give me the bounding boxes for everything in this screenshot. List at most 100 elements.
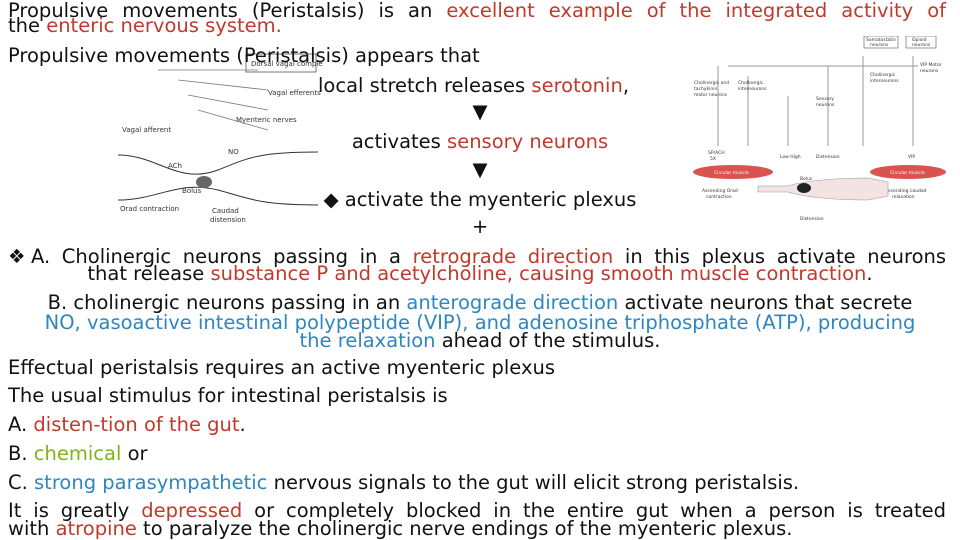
cholinergic-tachykinin-label: Cholinergic and	[694, 80, 729, 86]
down-arrow-2: ▼	[472, 158, 488, 181]
bolus-label: Bolus	[182, 187, 201, 195]
line-16-b: strong parasympathetic	[34, 471, 268, 494]
line-4: local stretch releases serotonin,	[318, 75, 629, 97]
line-4-a: local stretch releases	[318, 74, 532, 97]
line-15-a: B.	[8, 442, 34, 465]
orad-contraction-label: Orad contraction	[120, 205, 179, 213]
sensory-label: Sensory	[816, 96, 834, 102]
line-1-a: Propulsive movements (Peristalsis) is an	[8, 0, 447, 22]
line-18-c: to paralyze the cholinergic nerve ending…	[136, 517, 793, 540]
gut-wall-bottom	[118, 186, 319, 206]
line-11: the relaxation ahead of the stimulus.	[0, 330, 960, 352]
line-15-b: chemical	[33, 442, 122, 465]
line-9-a: B. cholinergic neurons passing in an	[47, 291, 407, 314]
circuit-lines	[717, 56, 918, 146]
diamond-cluster-bullet-icon: ❖	[8, 245, 31, 268]
low-high-label: Low High	[780, 154, 801, 160]
line-17-c: or completely blocked in the entire gut …	[242, 499, 946, 522]
interneurons-label: interneurons	[738, 86, 767, 92]
line-1-b: excellent example of the integrated acti…	[446, 0, 946, 22]
line-9-c: activate neurons that secrete	[618, 291, 913, 314]
down-arrow-1: ▼	[472, 100, 488, 123]
line-1: Propulsive movements (Peristalsis) is an…	[8, 0, 946, 22]
ascending-label: Ascending Orad	[702, 188, 738, 194]
circular-muscle-right-label: Circular muscle	[890, 170, 925, 176]
line-8-a: that release	[87, 262, 211, 285]
descending-relaxation-label: relaxation	[892, 194, 915, 200]
line-6: ◆ activate the myenteric plexus	[0, 189, 960, 211]
line-17-b: depressed	[141, 499, 243, 522]
bolus-shape	[196, 176, 212, 188]
circular-muscle-left-shape	[693, 165, 773, 179]
line-3: Propulsive movements (Peristalsis) appea…	[8, 45, 480, 67]
line-8: that release substance P and acetylcholi…	[0, 263, 960, 285]
ach-label: ACh	[168, 162, 182, 170]
somatostatin-neurons-label: neurons	[870, 42, 889, 48]
diamond-bullet-icon: ◆	[323, 188, 339, 211]
vip-label: VIP	[908, 154, 915, 160]
line-10-a: NO, vasoactive intestinal polypeptide (V…	[44, 311, 916, 334]
dorsal-vagal-label: Dorsal vagal complex	[251, 60, 323, 68]
vip-neurons-label: neurons	[920, 68, 939, 74]
peristalsis-circuit-diagram: Somatostatin neurons Opioid neurons Chol…	[693, 36, 946, 222]
line-17-a: It is greatly	[8, 499, 142, 522]
line-5-b: sensory neurons	[447, 130, 609, 153]
bolus-right-label: Bolus	[800, 176, 813, 182]
opioid-label: Opioid	[912, 37, 927, 43]
dorsal-vagal-box	[245, 53, 317, 73]
ascending-contraction-label: contraction	[706, 194, 732, 200]
motor-neurons-label: motor neurons	[694, 92, 728, 98]
gut-tube	[757, 177, 889, 201]
circular-muscle-left-label: Circular muscle	[714, 170, 749, 176]
line-2: the enteric nervous system.	[8, 15, 282, 37]
line-7: ❖A. Cholinergic neurons passing in a ret…	[8, 246, 946, 268]
line-10: NO, vasoactive intestinal polypeptide (V…	[0, 312, 960, 334]
line-7-b: retrograde direction	[412, 245, 614, 268]
line-14: A. disten-tion of the gut.	[8, 414, 246, 436]
line-9: B. cholinergic neurons passing in an ant…	[0, 292, 960, 314]
plus-sign: +	[471, 215, 489, 238]
somatostatin-label: Somatostatin	[866, 37, 896, 43]
cholinergic-interneurons-2-label: Cholinergic	[870, 72, 896, 78]
vip-motor-label: VIP Motor	[920, 62, 942, 68]
line-14-a: A.	[8, 413, 34, 436]
line-16-a: C.	[8, 471, 35, 494]
bolus-right-shape	[797, 183, 811, 193]
somatostatin-box	[863, 36, 899, 49]
line-8-c: .	[866, 262, 873, 285]
line-13: The usual stimulus for intestinal perist…	[8, 384, 448, 407]
line-5: activates sensory neurons	[0, 131, 960, 153]
line-14-b: disten-tion of the gut	[33, 413, 240, 436]
cholinergic-interneurons-label: Cholinergic	[738, 80, 764, 86]
caudad-label: Caudad	[212, 207, 239, 215]
line-14-c: .	[239, 413, 246, 436]
5x-label: 5X	[710, 156, 716, 162]
line-15-c: or	[121, 442, 148, 465]
enteric-reflex-diagram: Dorsal vagal complex Vagal efferents Vag…	[118, 53, 323, 224]
line-17: It is greatly depressed or completely bl…	[8, 500, 946, 522]
descending-label: Descending caudad	[882, 188, 927, 194]
line-3-a: Propulsive movements (Peristalsis) appea…	[8, 44, 480, 67]
line-8-b: substance P and acetylcholine, causing s…	[210, 262, 867, 285]
distension-top-label: Distension	[816, 154, 840, 160]
tachykinin-label: tachykinin	[694, 86, 717, 92]
opioid-box	[905, 36, 937, 49]
line-16: C. strong parasympathetic nervous signal…	[8, 472, 799, 494]
line-18: with atropine to paralyze the cholinergi…	[8, 518, 792, 540]
vagal-afferent-label: Vagal afferent	[122, 126, 171, 134]
circular-muscle-right-shape	[870, 165, 946, 179]
line-2-b: enteric nervous system.	[46, 14, 282, 37]
sp-ach-label: SP/ACH	[708, 150, 725, 156]
line-7-a: A. Cholinergic neurons passing in a	[30, 245, 413, 268]
nerve-lines	[158, 69, 269, 131]
line-18-b: atropine	[55, 517, 137, 540]
line-5-a: activates	[351, 130, 448, 153]
line-6-a: activate the myenteric plexus	[338, 188, 637, 211]
distension-label: distension	[210, 216, 246, 224]
no-label: NO	[228, 148, 239, 156]
line-15: B. chemical or	[8, 443, 148, 465]
sensory-neurons-label: neurons	[816, 102, 835, 108]
line-4-c: ,	[622, 74, 630, 97]
opioid-neurons-label: neurons	[912, 42, 931, 48]
line-12: Effectual peristalsis requires an active…	[8, 356, 556, 379]
